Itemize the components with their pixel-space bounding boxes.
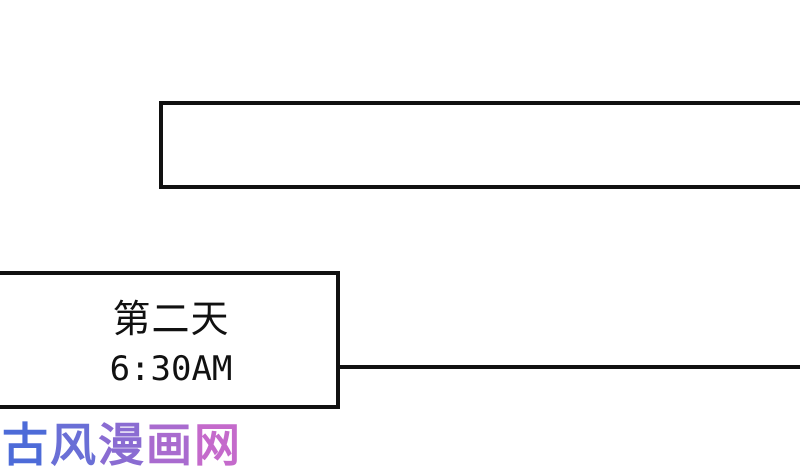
watermark-char: 风 xyxy=(50,418,98,472)
caption-day-label: 第二天 xyxy=(112,297,230,341)
watermark-char: 漫 xyxy=(98,418,146,472)
top-panel-frame xyxy=(159,101,800,189)
watermark-char: 古 xyxy=(2,418,50,472)
panel-border-line xyxy=(340,365,800,369)
caption-time-label: 6:30AM xyxy=(109,349,233,389)
watermark-char: 网 xyxy=(194,418,242,472)
site-watermark: 古风漫画网 xyxy=(2,418,242,472)
watermark-char: 画 xyxy=(146,418,194,472)
caption-box: 第二天 6:30AM xyxy=(0,271,340,409)
